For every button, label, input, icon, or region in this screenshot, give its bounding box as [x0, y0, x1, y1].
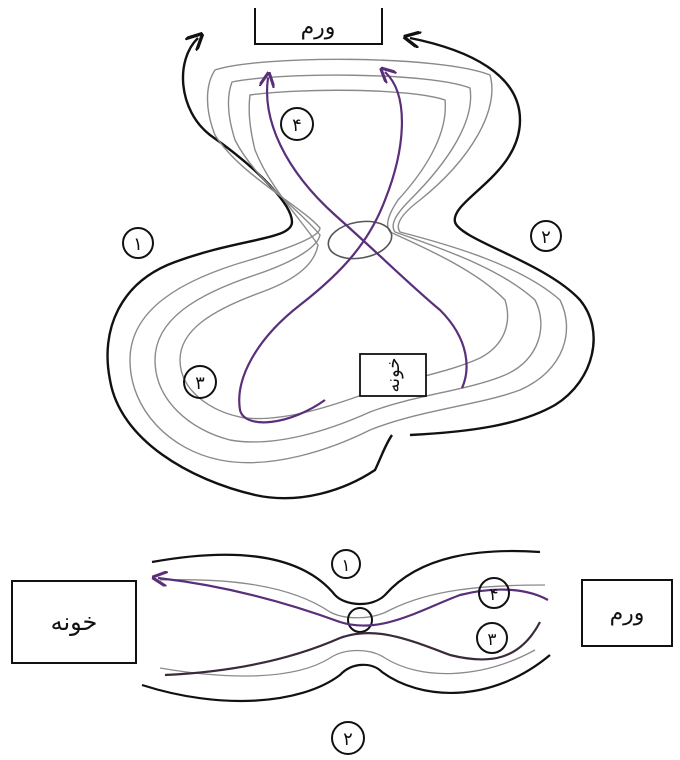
bottom-circle-3: ٣	[476, 622, 508, 654]
bottom-upper-contour	[159, 579, 546, 619]
top-center-knot	[327, 220, 393, 260]
bottom-box-tumor: ورم	[581, 579, 673, 647]
bottom-circle-4: ۴	[478, 577, 510, 609]
svg-text:۴: ۴	[489, 585, 498, 605]
bottom-upper-boundary	[151, 549, 541, 606]
bottom-box-blood-label: خونه	[51, 608, 98, 636]
top-diagram: ورم خونه ١ ٢ ٣ ۴	[106, 8, 595, 500]
top-circle-2: ٢	[530, 220, 562, 252]
top-circle-4: ۴	[280, 107, 314, 141]
top-outer-boundary	[106, 38, 393, 500]
top-path-4	[267, 78, 468, 389]
top-outer-boundary-right	[410, 38, 595, 437]
top-box-tumor-label: ورم	[301, 15, 336, 40]
top-box-blood-label: خونه	[383, 357, 404, 392]
bottom-diagram: خونه ورم ١ ٢ ٣ ۴	[11, 549, 673, 755]
svg-text:۴: ۴	[292, 115, 302, 136]
svg-text:٢: ٢	[343, 729, 353, 750]
top-circle-3: ٣	[183, 365, 217, 399]
top-path-3	[238, 72, 403, 424]
svg-text:٣: ٣	[487, 630, 496, 650]
bottom-circle-1: ١	[331, 549, 361, 579]
bottom-path-3	[164, 621, 541, 677]
bottom-box-blood: خونه	[11, 580, 137, 664]
svg-text:٢: ٢	[541, 227, 551, 248]
bottom-lower-boundary	[141, 654, 551, 703]
svg-text:١: ١	[133, 234, 143, 255]
bottom-lower-contour	[159, 649, 536, 677]
top-box-blood: خونه	[359, 353, 427, 397]
bottom-circle-2: ٢	[331, 721, 365, 755]
bottom-center-knot	[347, 607, 373, 633]
bottom-box-tumor-label: ورم	[610, 601, 645, 626]
svg-text:٣: ٣	[195, 373, 205, 394]
svg-text:١: ١	[341, 556, 350, 576]
bottom-path-4	[158, 578, 549, 627]
top-circle-1: ١	[122, 227, 154, 259]
top-box-tumor: ورم	[254, 8, 383, 45]
